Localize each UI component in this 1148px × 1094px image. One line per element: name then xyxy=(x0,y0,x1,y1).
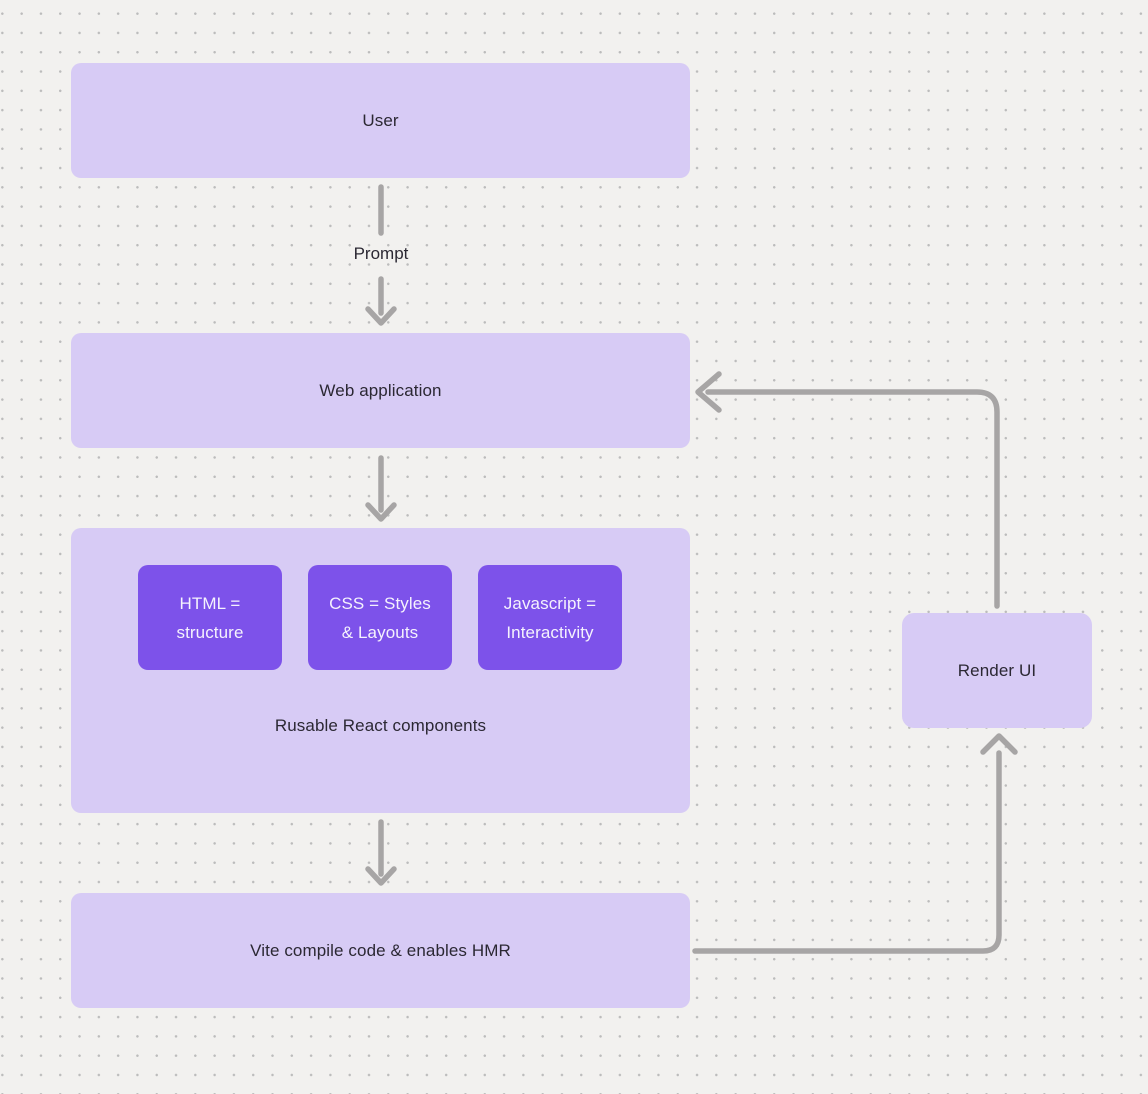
edge-vite-to-renderui[interactable] xyxy=(692,733,1018,954)
node-javascript[interactable]: Javascript = Interactivity xyxy=(478,565,622,670)
node-html-label: HTML = structure xyxy=(176,593,244,642)
node-css[interactable]: CSS = Styles & Layouts xyxy=(308,565,452,670)
arrowhead-up-renderui-icon xyxy=(980,733,1018,755)
edge-renderui-to-webapp[interactable] xyxy=(695,371,1000,609)
node-vite[interactable]: Vite compile code & enables HMR xyxy=(71,893,690,1008)
node-vite-label: Vite compile code & enables HMR xyxy=(250,940,511,960)
node-javascript-label: Javascript = Interactivity xyxy=(503,593,597,642)
edge-user-to-webapp[interactable] xyxy=(365,184,397,326)
arrowhead-left-webapp-icon xyxy=(695,371,722,413)
node-user[interactable]: User xyxy=(71,63,690,178)
edge-vite-to-renderui-segment xyxy=(692,750,1002,954)
edge-label-prompt: Prompt xyxy=(353,244,409,263)
edge-webapp-to-components[interactable] xyxy=(365,455,397,522)
arrowhead-down-components-icon xyxy=(365,502,397,522)
node-web-application[interactable]: Web application xyxy=(71,333,690,448)
node-user-label: User xyxy=(362,110,399,130)
node-html[interactable]: HTML = structure xyxy=(138,565,282,670)
arrowhead-down-vite-icon xyxy=(365,866,397,886)
node-css-label: CSS = Styles & Layouts xyxy=(329,593,431,642)
components-group-caption: Rusable React components xyxy=(274,716,487,735)
node-render-ui[interactable]: Render UI xyxy=(902,613,1092,728)
node-components-group[interactable]: HTML = structure CSS = Styles & Layouts … xyxy=(71,528,690,813)
edge-components-to-vite[interactable] xyxy=(365,819,397,886)
arrowhead-down-webapp-icon xyxy=(365,306,397,326)
edge-renderui-to-webapp-segment xyxy=(705,389,1000,609)
node-web-application-label: Web application xyxy=(319,380,442,400)
node-render-ui-label: Render UI xyxy=(957,660,1037,680)
